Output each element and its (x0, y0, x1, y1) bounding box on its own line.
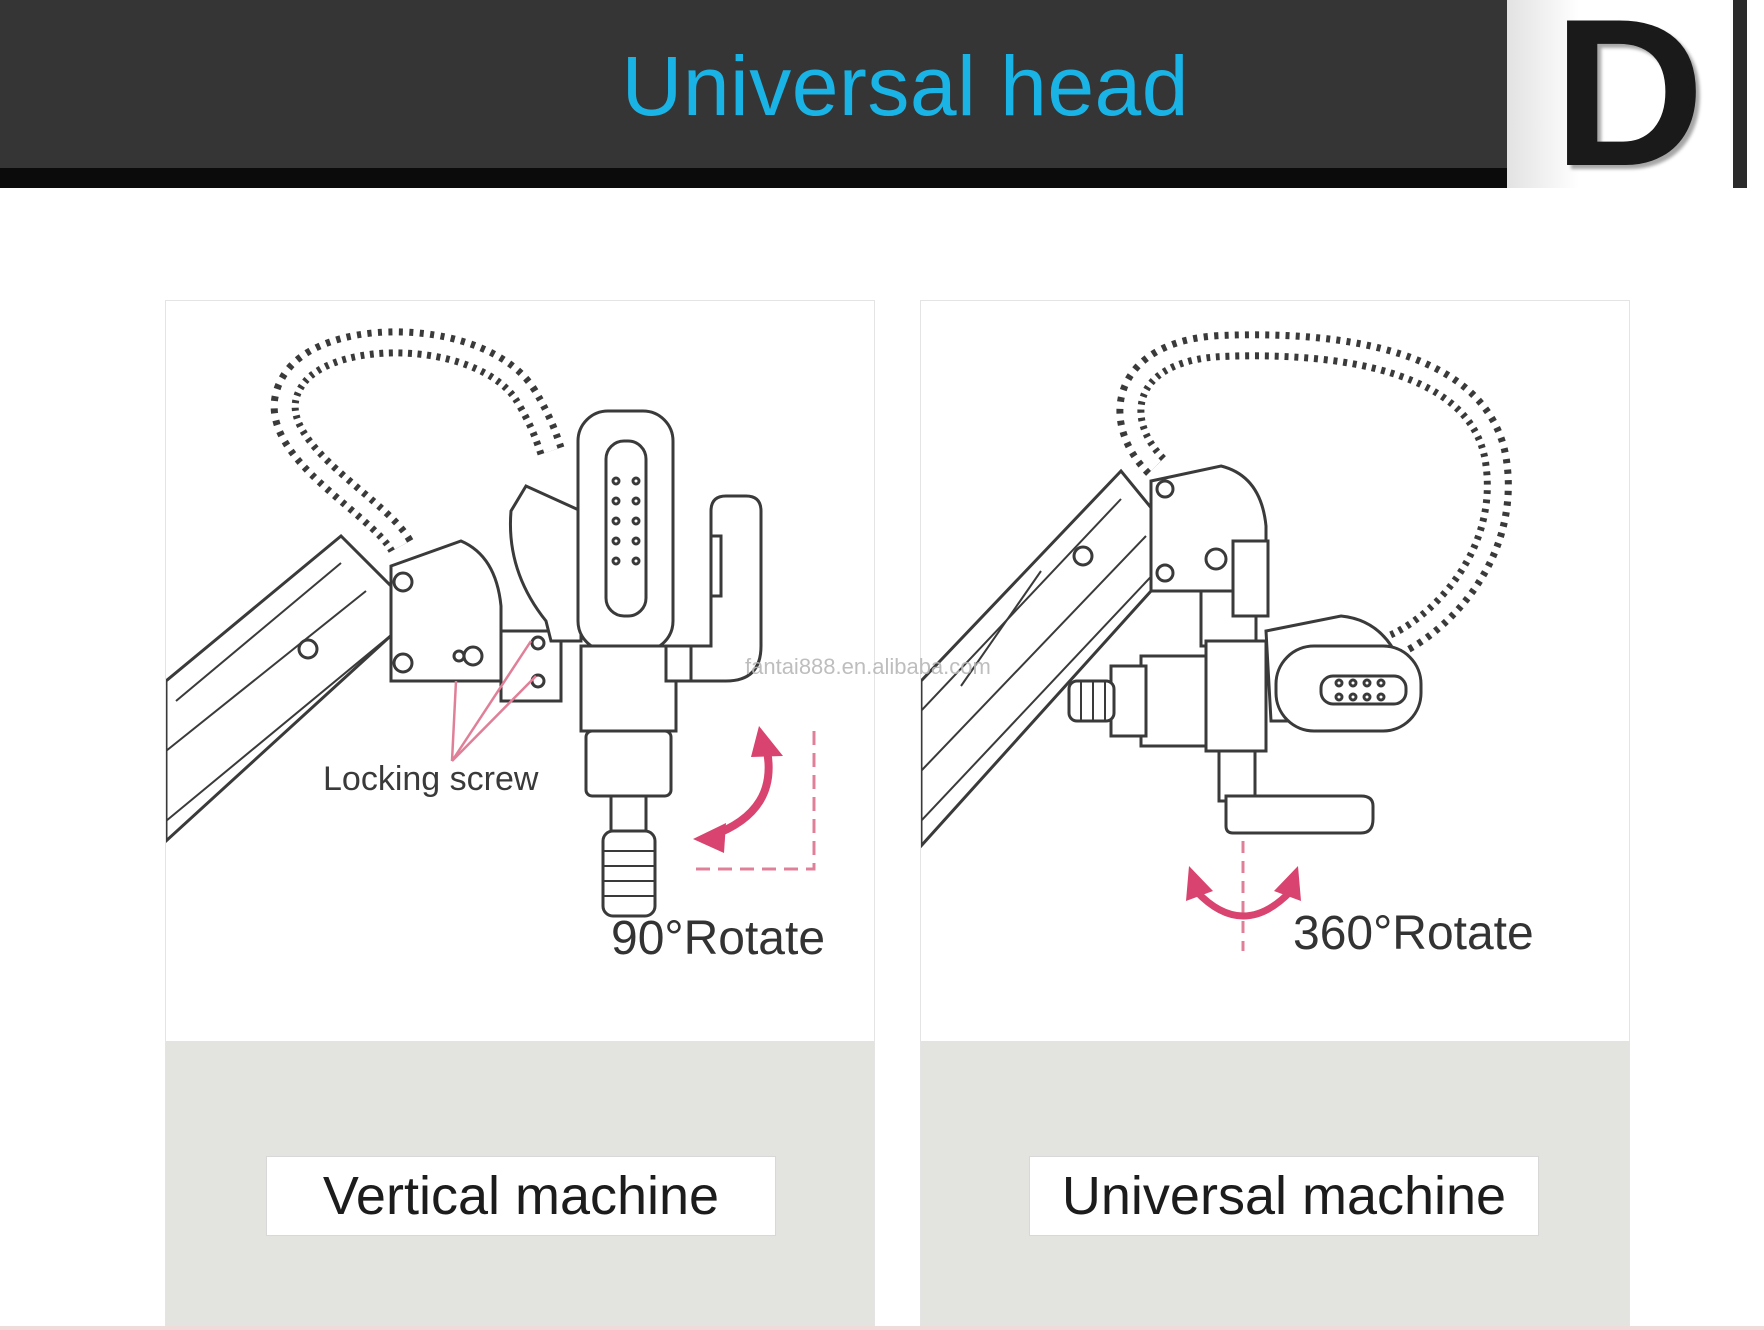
page-title: Universal head (621, 39, 1189, 133)
rotate-360-label: 360°Rotate (1293, 907, 1534, 960)
badge-letter: D (1553, 0, 1705, 210)
header-band: Universal head (0, 0, 1507, 168)
badge-edge (1733, 0, 1747, 188)
vertical-machine-illustration (166, 328, 816, 918)
universal-machine-illustration (921, 331, 1512, 951)
vertical-machine-caption: Vertical machine (266, 1156, 776, 1236)
watermark: fantai888.en.alibaba.com (745, 654, 991, 679)
gearbox-drawing (1149, 464, 1270, 648)
universal-machine-panel: 360°Rotate Universal machine (920, 300, 1630, 1330)
universal-machine-caption: Universal machine (1029, 1156, 1539, 1236)
gearbox-drawing (389, 539, 563, 703)
handle-drawing (664, 494, 763, 683)
section-badge: D (1507, 0, 1747, 198)
motor-drawing (508, 409, 678, 918)
vertical-machine-panel: Locking screw 90°Rotate Vertical machine (165, 300, 875, 1330)
arm-drawing (166, 533, 408, 844)
arm-drawing (921, 468, 1168, 849)
rotate-90-arrow (693, 726, 816, 871)
rotate-90-label: 90°Rotate (611, 912, 826, 965)
locking-screw-label: Locking screw (323, 760, 539, 798)
header-strip (0, 168, 1507, 188)
handle-drawing (1217, 749, 1375, 835)
locking-screw-callout-lines (450, 640, 537, 762)
motor-drawing (1067, 614, 1423, 753)
bottom-line (0, 1326, 1764, 1330)
rotate-360-arrow (1186, 841, 1301, 951)
